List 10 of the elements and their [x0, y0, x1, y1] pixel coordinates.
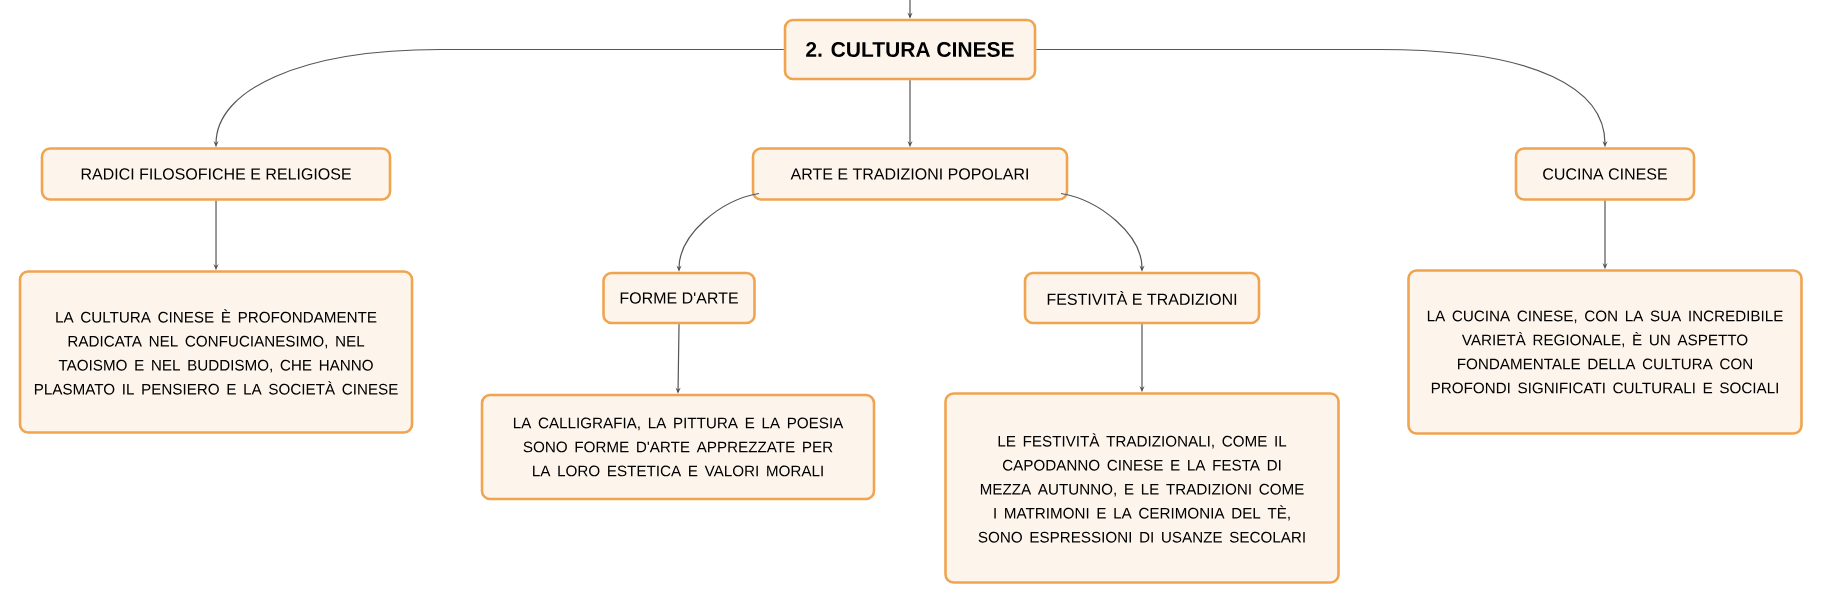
description-box: LA CULTURA CINESE È PROFONDAMENTE RADICATA NEL CONFUCIANESIMO, NEL TAOISMO E NEL BUDDISMO, CHE HANNO PLASMATO IL PENSIERO E LA SOCIETÀ CINESE — [18, 270, 414, 434]
description-box: LA CALLIGRAFIA, LA PITTURA E LA POESIA SONO FORME D'ARTE APPREZZATE PER LA LORO ESTETICA E VALORI MORALI — [480, 393, 876, 501]
topic-box: FESTIVITÀ E TRADIZIONI — [1023, 271, 1261, 325]
topic-box: ARTE E TRADIZIONI POPOLARI — [751, 147, 1069, 201]
central-topic-box: 2. CULTURA CINESE — [783, 18, 1037, 81]
description-box: LE FESTIVITÀ TRADIZIONALI, COME IL CAPODANNO CINESE E LA FESTA DI MEZZA AUTUNNO, E LE TRADIZIONI COME I MATRIMONI E LA CERIMONIA DEL TÈ, SONO ESPRESSIONI DI USANZE SECOLARI — [944, 392, 1340, 584]
description-box: LA CUCINA CINESE, CON LA SUA INCREDIBILE VARIETÀ REGIONALE, È UN ASPETTO FONDAMENTALE DELLA CULTURA CON PROFONDI SIGNIFICATI CULTURALI E SOCIALI — [1407, 269, 1803, 435]
topic-box: FORME D'ARTE — [602, 271, 756, 325]
topic-box: CUCINA CINESE — [1514, 147, 1696, 201]
topic-box: RADICI FILOSOFICHE E RELIGIOSE — [40, 147, 392, 201]
